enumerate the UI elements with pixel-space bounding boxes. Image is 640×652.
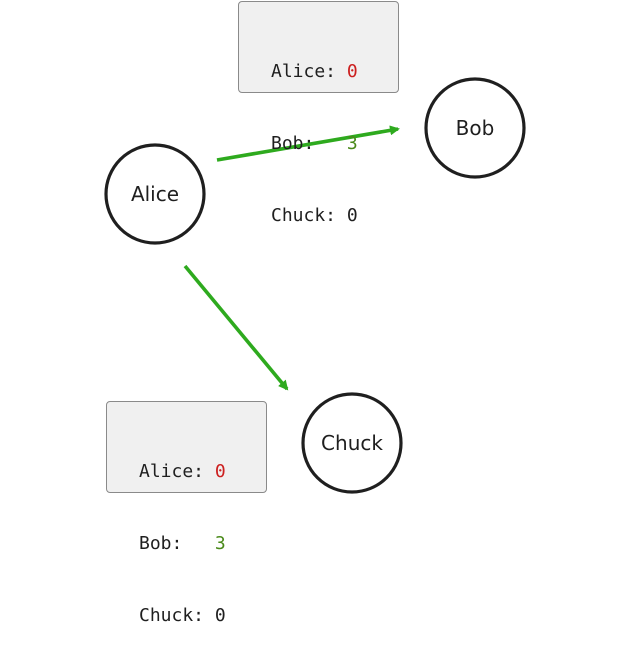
ledger-box-bottom: Alice: 0 Bob: 3 Chuck: 0 [106, 401, 267, 626]
ledger-name: Bob: [271, 133, 315, 154]
node-alice[interactable]: Alice [104, 143, 206, 245]
ledger-row-chuck: Chuck: 0 [139, 604, 266, 628]
network-diagram: Alice Bob Chuck [104, 77, 526, 494]
node-chuck-circle [301, 392, 403, 494]
ledger-value: 0 [214, 605, 226, 626]
node-alice-circle [104, 143, 206, 245]
ledger-name: Chuck: [139, 605, 205, 626]
ledger-value: 3 [346, 133, 358, 154]
ledger-value: 0 [214, 461, 226, 482]
ledger-name: Alice: [139, 461, 205, 482]
ledger-value: 0 [346, 61, 358, 82]
ledger-row-alice: Alice: 0 [139, 460, 266, 484]
ledger-name: Alice: [271, 61, 337, 82]
node-chuck[interactable]: Chuck [301, 392, 403, 494]
ledger-row-bob: Bob: 3 [139, 532, 266, 556]
node-bob-label: Bob [456, 116, 495, 140]
ledger-row-alice: Alice: 0 [271, 60, 398, 84]
ledger-box-top: Alice: 0 Bob: 3 Chuck: 0 [238, 1, 399, 226]
node-alice-label: Alice [131, 182, 179, 206]
ledger-name: Bob: [139, 533, 183, 554]
ledger-row-chuck: Chuck: 0 [271, 204, 398, 228]
edge-alice-to-bob [216, 125, 400, 162]
node-bob-circle [424, 77, 526, 179]
ledger-row-bob: Bob: 3 [271, 132, 398, 156]
ledger-value: 3 [214, 533, 226, 554]
node-chuck-label: Chuck [321, 431, 383, 455]
node-bob[interactable]: Bob [424, 77, 526, 179]
ledger-value: 0 [346, 205, 358, 226]
ledger-name: Chuck: [271, 205, 337, 226]
edge-alice-to-chuck [183, 264, 289, 391]
